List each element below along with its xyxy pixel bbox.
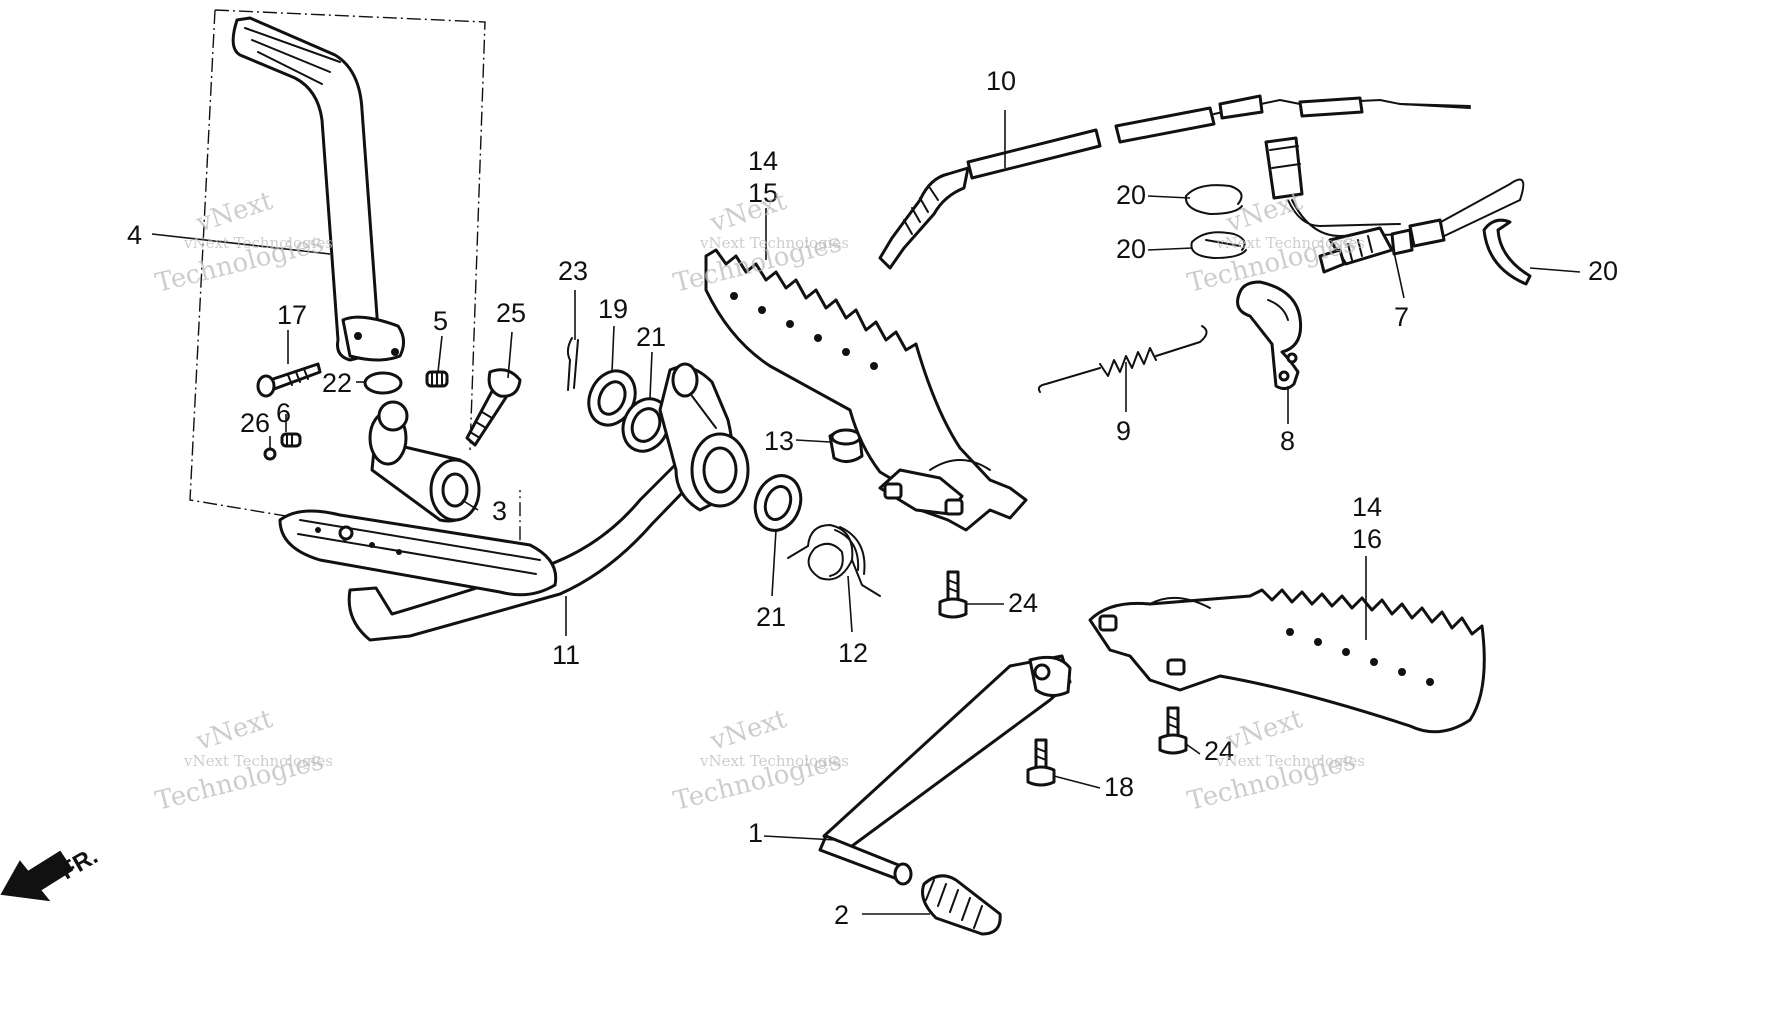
callout-21-upper: 21 <box>636 322 666 352</box>
callout-20-c: 20 <box>1588 256 1618 286</box>
callout-14-upper: 14 <box>748 146 778 176</box>
callout-20-b: 20 <box>1116 234 1146 264</box>
watermark-bottom-center: vNext vNext Technologies Technologies <box>670 704 849 817</box>
callout-9: 9 <box>1116 416 1131 446</box>
callout-26: 26 <box>240 408 270 438</box>
callout-5: 5 <box>433 306 448 336</box>
watermark-line1: vNext <box>706 704 791 757</box>
kick-starter-boss <box>368 400 481 523</box>
callout-7: 7 <box>1394 302 1409 332</box>
clip-20-b <box>1190 231 1247 259</box>
bolt-24-upper <box>938 570 968 619</box>
callouts: 4 17 22 5 6 26 3 25 23 19 21 11 21 12 13… <box>127 66 1618 930</box>
callout-2: 2 <box>834 900 849 930</box>
watermark-small: vNext Technologies <box>183 234 333 252</box>
leader-lines <box>151 110 1581 915</box>
callout-15: 15 <box>748 178 778 208</box>
washer-22 <box>363 371 403 395</box>
watermark-line1: vNext <box>192 186 277 239</box>
seal-21-upper <box>621 397 671 453</box>
watermark-top-right: vNext vNext Technologies Technologies <box>1184 186 1365 299</box>
callout-12: 12 <box>838 638 868 668</box>
callout-1: 1 <box>748 818 763 848</box>
brake-cable <box>878 94 1471 270</box>
callout-16: 16 <box>1352 524 1382 554</box>
callout-18: 18 <box>1104 772 1134 802</box>
pin-5 <box>425 370 449 388</box>
callout-6: 6 <box>276 398 291 428</box>
watermark-bottom-left: vNext vNext Technologies Technologies <box>152 704 333 817</box>
callout-19: 19 <box>598 294 628 324</box>
callout-20-a: 20 <box>1116 180 1146 210</box>
stop-switch <box>1264 136 1525 274</box>
spring-6 <box>280 432 302 448</box>
shift-pedal-rubber-2 <box>921 874 1002 936</box>
brake-pedal <box>278 362 750 642</box>
clip-20-c <box>1482 218 1532 286</box>
front-direction-arrow: FR. <box>0 842 103 902</box>
watermark-small: vNext Technologies <box>1215 234 1365 252</box>
callout-11: 11 <box>552 640 580 670</box>
callout-8: 8 <box>1280 426 1295 456</box>
watermark-small: vNext Technologies <box>183 752 333 770</box>
watermark-line1: vNext <box>1222 704 1307 757</box>
callout-22: 22 <box>322 368 352 398</box>
ball-26 <box>263 447 277 461</box>
callout-23: 23 <box>558 256 588 286</box>
footpeg-right <box>1088 588 1486 734</box>
footpeg-left <box>704 248 1028 532</box>
watermark-small: vNext Technologies <box>1215 752 1365 770</box>
bolt-18 <box>1026 738 1056 787</box>
bolt-17 <box>256 362 322 398</box>
washer-21-lower <box>753 474 803 532</box>
return-spring-12 <box>787 524 881 597</box>
callout-24-upper: 24 <box>1008 588 1038 618</box>
callout-25: 25 <box>496 298 526 328</box>
callout-17: 17 <box>277 300 307 330</box>
cotter-pin-23 <box>566 337 579 391</box>
callout-21-lower: 21 <box>756 602 786 632</box>
kick-starter-arm <box>231 16 405 362</box>
bolt-24-lower <box>1158 706 1188 755</box>
bolt-25 <box>465 368 522 447</box>
clip-20-a <box>1184 184 1243 215</box>
callout-4: 4 <box>127 220 142 250</box>
nut-13 <box>828 428 864 463</box>
callout-3: 3 <box>492 496 507 526</box>
callout-10: 10 <box>986 66 1016 96</box>
bracket-8 <box>1236 280 1303 391</box>
callout-24-lower: 24 <box>1204 736 1234 766</box>
watermark-small: vNext Technologies <box>699 752 849 770</box>
callout-13: 13 <box>764 426 794 456</box>
callout-14-lower: 14 <box>1352 492 1382 522</box>
watermark-line1: vNext <box>192 704 277 757</box>
spring-9 <box>1037 325 1208 393</box>
front-direction-label: FR. <box>56 842 103 885</box>
watermark-line1: vNext <box>1222 186 1307 239</box>
watermark-small: vNext Technologies <box>699 234 849 252</box>
watermark-top-left: vNext vNext Technologies Technologies <box>152 186 333 299</box>
